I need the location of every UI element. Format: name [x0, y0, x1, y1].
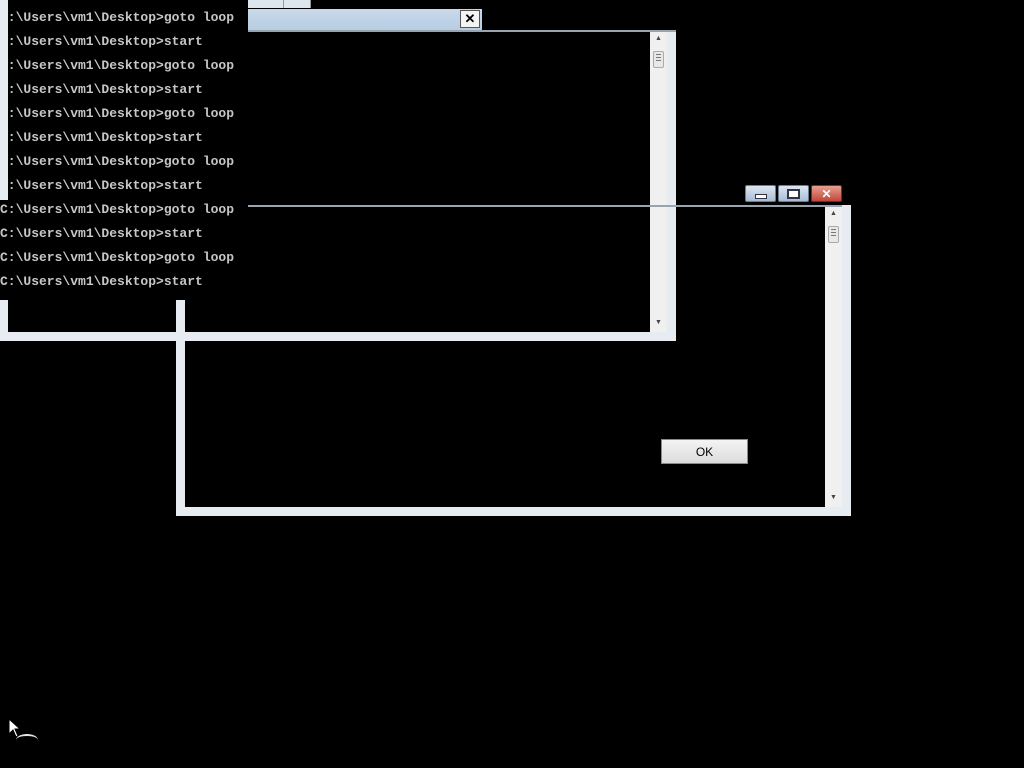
console-line: C:\Users\vm1\Desktop>start	[0, 274, 203, 289]
console-line: :\Users\vm1\Desktop>goto loop	[7, 106, 235, 121]
console-line: :\Users\vm1\Desktop>goto loop	[7, 154, 235, 169]
scroll-thumb[interactable]	[653, 51, 664, 68]
console-line: :\Users\vm1\Desktop>goto loop	[7, 58, 235, 73]
console2-right-border	[842, 205, 851, 516]
maximize-button[interactable]	[778, 185, 809, 202]
scroll-down-arrow[interactable]: ▼	[655, 319, 662, 326]
console1-top-edge	[248, 30, 676, 32]
scroll-up-arrow[interactable]: ▲	[830, 210, 837, 217]
titlebar-fragment-top	[248, 0, 311, 8]
console-line: C:\Users\vm1\Desktop>start	[0, 226, 203, 241]
console-line: :\Users\vm1\Desktop>start	[7, 130, 203, 145]
console1-bottom-border	[0, 332, 676, 341]
dialog-close-button[interactable]: ✕	[460, 10, 480, 28]
dialog-titlebar[interactable]	[248, 9, 482, 30]
close-button[interactable]: ✕	[811, 185, 842, 202]
console1-scrollbar[interactable]: ▲ ▼	[650, 32, 667, 332]
scroll-thumb[interactable]	[828, 226, 839, 243]
close-icon: ✕	[821, 186, 832, 201]
scroll-up-arrow[interactable]: ▲	[655, 35, 662, 42]
busy-indicator-icon	[16, 734, 38, 746]
console2-top-edge	[248, 205, 851, 207]
console-line: :\Users\vm1\Desktop>start	[7, 82, 203, 97]
console-line: :\Users\vm1\Desktop>start	[7, 178, 203, 193]
minimize-icon	[754, 193, 767, 199]
console2-left-border	[176, 300, 185, 516]
console1-left-border-lower	[0, 300, 8, 340]
console1-right-border	[667, 30, 676, 341]
ok-button[interactable]: OK	[661, 439, 748, 464]
console-line: C:\Users\vm1\Desktop>goto loop	[0, 202, 235, 217]
scroll-down-arrow[interactable]: ▼	[830, 494, 837, 501]
console-line: :\Users\vm1\Desktop>start	[7, 34, 203, 49]
console-line: C:\Users\vm1\Desktop>goto loop	[0, 250, 235, 265]
titlebar-fragment-divider	[283, 0, 284, 8]
minimize-button[interactable]	[745, 185, 776, 202]
close-icon: ✕	[464, 11, 476, 26]
console2-scrollbar[interactable]: ▲ ▼	[825, 207, 842, 507]
console2-bottom-border	[176, 507, 851, 516]
console1-left-border	[0, 0, 8, 200]
console-line: :\Users\vm1\Desktop>goto loop	[7, 10, 235, 25]
maximize-icon	[787, 188, 800, 199]
